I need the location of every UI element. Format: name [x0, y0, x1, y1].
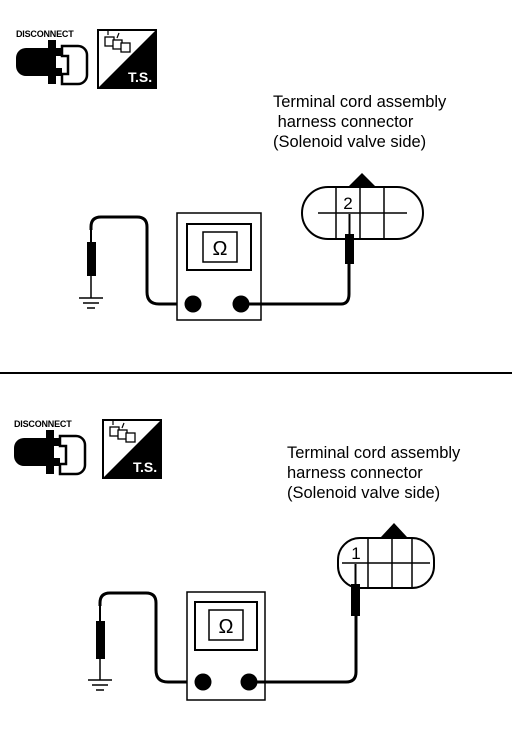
panel-top-drawing: T.S. Ω — [16, 29, 424, 321]
harness-connector: 1 — [337, 523, 435, 589]
disconnect-label: DISCONNECT — [14, 419, 72, 429]
ohmmeter: Ω — [186, 591, 266, 701]
connector-caption: Terminal cord assembly harness connector… — [273, 92, 446, 152]
caption-line: Terminal cord assembly — [273, 93, 447, 111]
connector-probe — [351, 564, 360, 616]
ground-symbol-icon — [79, 297, 103, 309]
test-panel-bottom: DISCONNECT T.S. — [0, 374, 512, 748]
test-panel-top: DISCONNECT T.S. — [0, 0, 512, 372]
disconnect-connector-icon — [14, 430, 87, 476]
disconnect-label: DISCONNECT — [16, 29, 74, 39]
caption-line: harness connector — [273, 113, 414, 131]
ohm-symbol: Ω — [213, 238, 228, 260]
ts-label: T.S. — [133, 459, 157, 475]
ground-probe — [87, 230, 96, 298]
test-lead-right — [241, 262, 351, 306]
panel-bottom-drawing: T.S. Ω 1 — [14, 419, 435, 701]
disconnect-connector-icon — [16, 40, 89, 86]
meter-terminal-left — [194, 673, 212, 691]
ohmmeter: Ω — [176, 212, 262, 321]
caption-line: harness connector — [287, 464, 423, 482]
caption-line: Terminal cord assembly — [287, 444, 461, 462]
terminal-number: 1 — [351, 544, 360, 563]
test-lead-left — [98, 591, 203, 684]
tool-ts-icon: T.S. — [97, 29, 157, 89]
tool-ts-icon: T.S. — [102, 419, 162, 479]
ground-symbol-icon — [88, 679, 112, 691]
caption-line: (Solenoid valve side) — [287, 484, 441, 502]
panel-divider — [0, 372, 512, 374]
connector-caption: Terminal cord assembly harness connector… — [287, 443, 460, 503]
test-lead-right — [249, 614, 358, 684]
test-lead-left — [89, 215, 193, 306]
caption-line: (Solenoid valve side) — [273, 133, 427, 151]
harness-connector: 2 — [301, 173, 424, 240]
ts-label: T.S. — [128, 69, 152, 85]
meter-terminal-left — [184, 295, 202, 313]
terminal-number: 2 — [343, 194, 352, 213]
connector-probe — [345, 214, 354, 264]
ground-probe — [96, 606, 105, 680]
ohm-symbol: Ω — [219, 616, 234, 638]
